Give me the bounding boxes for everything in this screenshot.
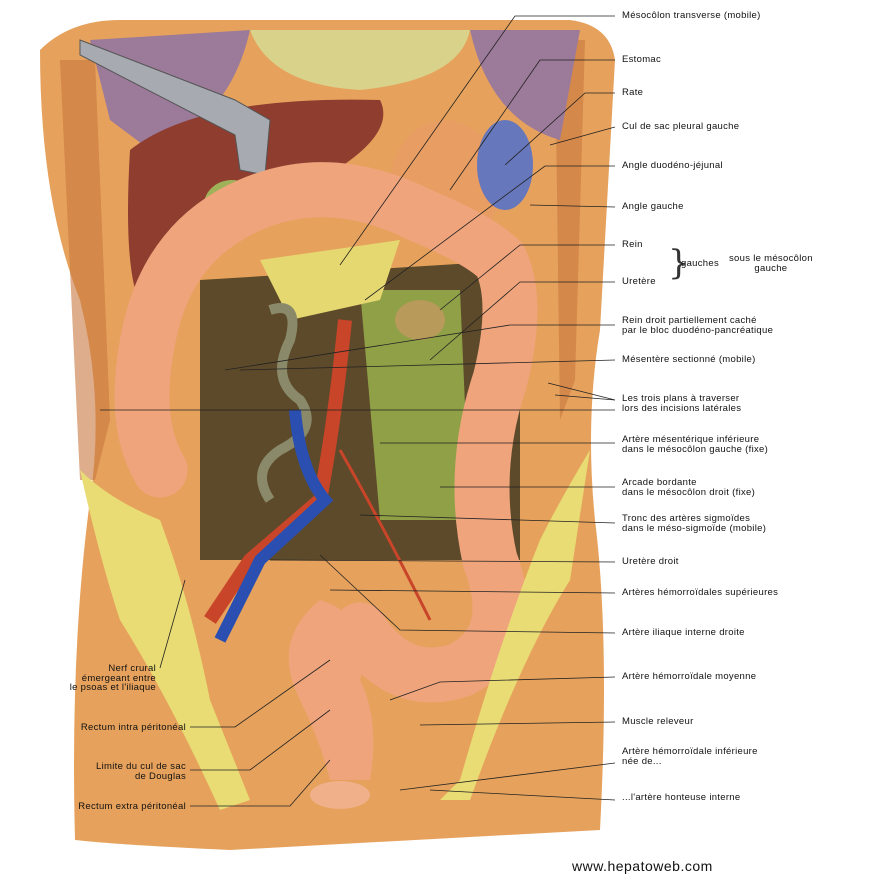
label-honteuse-interne: ...l'artère honteuse interne — [622, 792, 741, 803]
brace: } — [668, 243, 690, 283]
label-rectum-intra: Rectum intra péritonéal — [80, 722, 186, 733]
leader-lines-left — [159, 579, 331, 807]
label-cul-de-sac-pleural: Cul de sac pleural gauche — [622, 121, 740, 132]
rectum — [288, 600, 374, 780]
label-uretere: Uretère — [622, 276, 656, 287]
label-gauches: gauches — [681, 258, 720, 269]
label-iliaque-interne: Artère iliaque interne droite — [622, 627, 745, 638]
label-hemorroidale-moyenne: Artère hémorroïdale moyenne — [622, 671, 757, 682]
label-angle-duodeno-jejunal: Angle duodéno-jéjunal — [622, 160, 723, 171]
colon — [114, 162, 538, 703]
label-hemorroidales-sup: Artères hémorroïdales supérieures — [622, 587, 779, 598]
leader-lines — [100, 15, 616, 801]
mesocolon — [360, 290, 470, 520]
label-muscle-releveur: Muscle releveur — [622, 716, 694, 727]
vena-cava — [214, 409, 334, 643]
label-mesentere: Mésentère sectionné (mobile) — [622, 354, 756, 365]
retractor — [79, 39, 271, 176]
label-rein: Rein — [622, 239, 643, 250]
label-rate: Rate — [622, 87, 644, 98]
website-credit: www.hepatoweb.com — [572, 858, 713, 874]
left-lung — [470, 30, 580, 140]
label-mesocolon-transverse: Mésocôlon transverse (mobile) — [622, 10, 761, 21]
label-uretere-droit: Uretère droit — [622, 556, 679, 567]
pelvis-right — [80, 470, 250, 810]
label-rectum-extra: Rectum extra péritonéal — [78, 801, 186, 812]
kidney — [395, 300, 445, 340]
label-estomac: Estomac — [622, 54, 662, 65]
label-angle-gauche: Angle gauche — [622, 201, 684, 212]
pelvis-left — [440, 450, 590, 800]
